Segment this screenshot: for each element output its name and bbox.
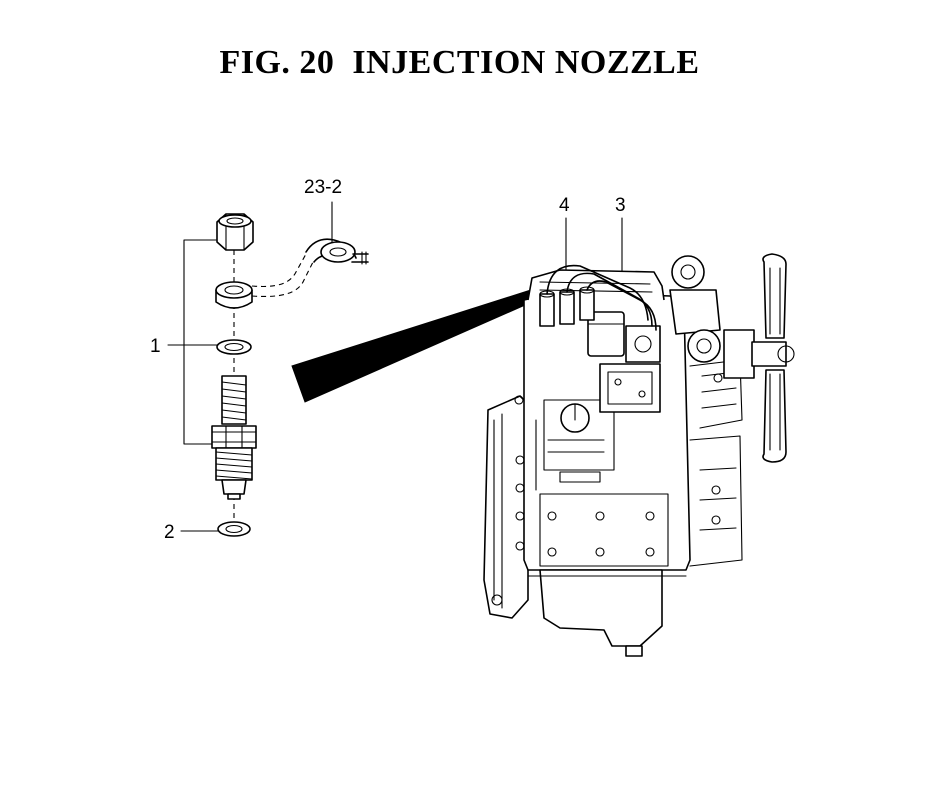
figure-title: FIG. 20 INJECTION NOZZLE bbox=[219, 44, 700, 81]
callout-23-2: 23-2 bbox=[304, 177, 342, 198]
location-pointer bbox=[291, 287, 542, 403]
nozzle-body bbox=[211, 375, 257, 500]
callout-3: 3 bbox=[615, 195, 626, 216]
callout-2: 2 bbox=[164, 522, 175, 543]
upper-washer bbox=[216, 339, 252, 355]
banjo-ring bbox=[215, 281, 253, 309]
nozzle-parts bbox=[211, 213, 369, 537]
callout-1: 1 bbox=[150, 336, 161, 357]
engine-assembly bbox=[483, 253, 795, 657]
lower-washer bbox=[217, 521, 251, 537]
block-bolts bbox=[515, 455, 655, 557]
hex-nut bbox=[216, 213, 254, 251]
callout-4: 4 bbox=[559, 195, 570, 216]
leader-lines bbox=[167, 201, 623, 532]
cooling-fan bbox=[762, 253, 787, 463]
injection-pipe bbox=[251, 238, 369, 298]
